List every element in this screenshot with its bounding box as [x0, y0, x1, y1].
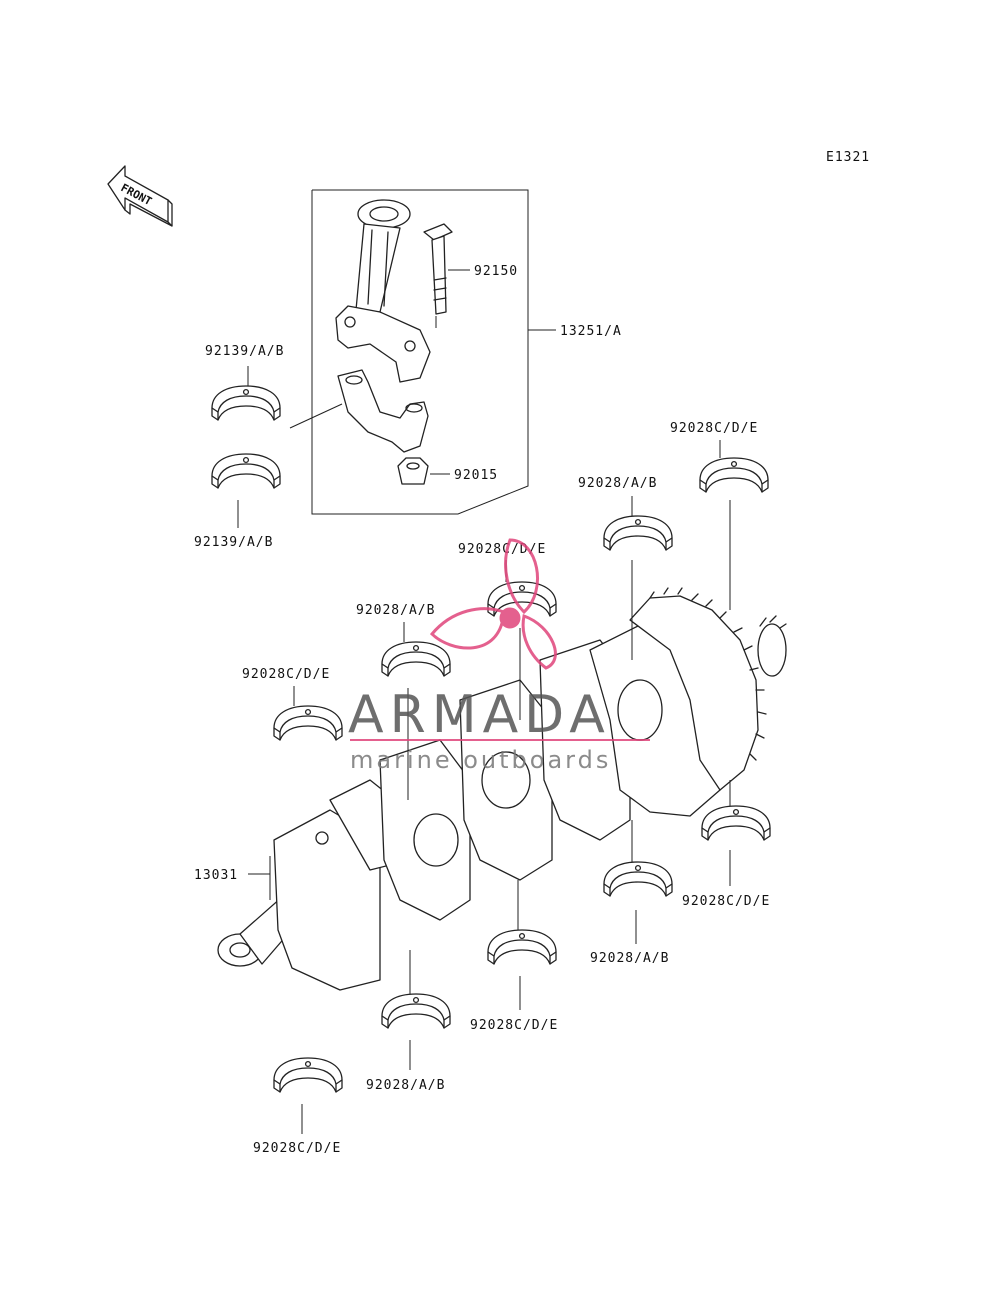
main-bearing-lower-2 — [273, 1057, 343, 1093]
conrod-assembly-frame — [311, 189, 556, 515]
part-label-92028-upper-3: 92028/A/B — [356, 603, 435, 618]
main-bearing-lower-3 — [381, 993, 451, 1029]
watermark-subtitle: marine outboards — [350, 746, 611, 774]
part-label-92028c-lower-2: 92028C/D/E — [253, 1141, 341, 1156]
main-bearing-upper-3 — [381, 641, 451, 677]
part-label-92028c-top-right: 92028C/D/E — [670, 421, 758, 436]
main-bearing-lower-4 — [487, 929, 557, 965]
part-label-13251: 13251/A — [560, 324, 622, 339]
part-label-92150: 92150 — [474, 264, 518, 279]
part-label-92015: 92015 — [454, 468, 498, 483]
connecting-rod — [335, 199, 431, 383]
main-bearing-upper-5 — [603, 515, 673, 551]
front-arrow-icon: FRONT — [107, 165, 173, 227]
crank-gear-icon — [629, 587, 787, 791]
main-bearing-lower-6 — [701, 805, 771, 841]
part-label-13031: 13031 — [194, 868, 238, 883]
crankshaft — [217, 587, 787, 991]
watermark: ARMADA marine outboards — [348, 538, 650, 774]
part-label-92139-upper: 92139/A/B — [205, 344, 284, 359]
rod-bearing-lower — [211, 453, 281, 489]
part-label-92028-upper-5: 92028/A/B — [578, 476, 657, 491]
part-label-92028c-lower-4: 92028C/D/E — [470, 1018, 558, 1033]
main-bearing-lower-5 — [603, 861, 673, 897]
main-bearing-upper-2 — [273, 705, 343, 741]
main-bearing-upper-6 — [699, 457, 769, 493]
rod-bearing-upper — [211, 385, 281, 421]
rod-bolt — [423, 223, 470, 328]
rod-cap — [289, 369, 429, 453]
rod-nut — [397, 457, 450, 485]
part-label-92028-lower-3: 92028/A/B — [366, 1078, 445, 1093]
part-label-92028-lower-5: 92028/A/B — [590, 951, 669, 966]
propeller-logo-icon — [429, 538, 557, 670]
diagram-code: E1321 — [826, 150, 870, 165]
part-label-92028c-lower-6: 92028C/D/E — [682, 894, 770, 909]
part-label-92139-lower: 92139/A/B — [194, 535, 273, 550]
part-label-92028c-upper-2: 92028C/D/E — [242, 667, 330, 682]
watermark-title: ARMADA — [348, 685, 611, 745]
